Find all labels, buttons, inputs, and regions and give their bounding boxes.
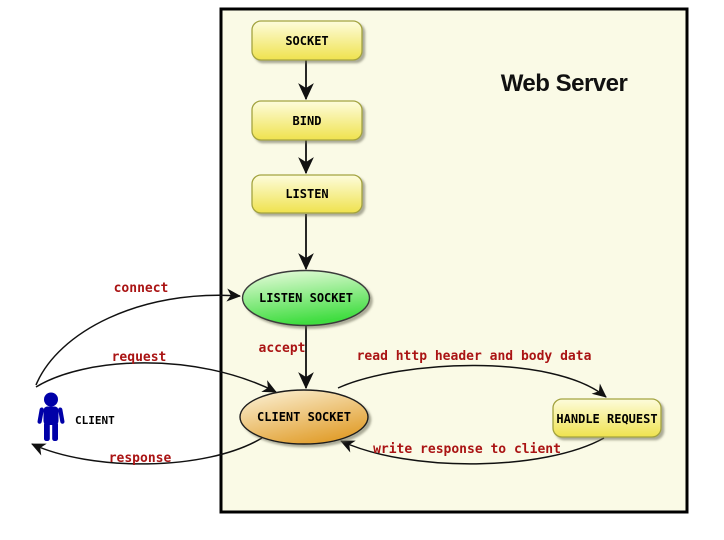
client-person-icon [37, 392, 65, 441]
node-handle-request: HANDLE REQUEST [552, 398, 662, 438]
node-socket-label: SOCKET [285, 34, 328, 48]
client-label: CLIENT [75, 414, 115, 427]
node-listen-socket: LISTEN SOCKET [241, 269, 371, 327]
edge-label-accept: accept [259, 341, 306, 356]
edge-label-request: request [112, 350, 167, 365]
edge-request [35, 362, 277, 393]
edge-label-read-http: read http header and body data [357, 349, 592, 364]
edge-label-write-response: write response to client [373, 442, 561, 457]
node-client-socket-label: CLIENT SOCKET [257, 410, 351, 424]
edge-read-http [337, 364, 607, 398]
web-server-title: Web Server [501, 70, 628, 97]
node-bind: BIND [251, 100, 363, 141]
node-bind-label: BIND [293, 114, 322, 128]
node-socket: SOCKET [251, 20, 363, 61]
node-handle-request-label: HANDLE REQUEST [556, 412, 657, 426]
node-listen-label: LISTEN [285, 187, 328, 201]
edge-label-response: response [109, 451, 172, 466]
node-listen-socket-label: LISTEN SOCKET [259, 291, 353, 305]
edge-write-response [340, 437, 605, 465]
edge-response [31, 437, 263, 465]
node-listen: LISTEN [251, 174, 363, 214]
node-client-socket: CLIENT SOCKET [239, 389, 369, 445]
edge-label-connect: connect [114, 281, 169, 296]
edge-connect [35, 288, 241, 386]
